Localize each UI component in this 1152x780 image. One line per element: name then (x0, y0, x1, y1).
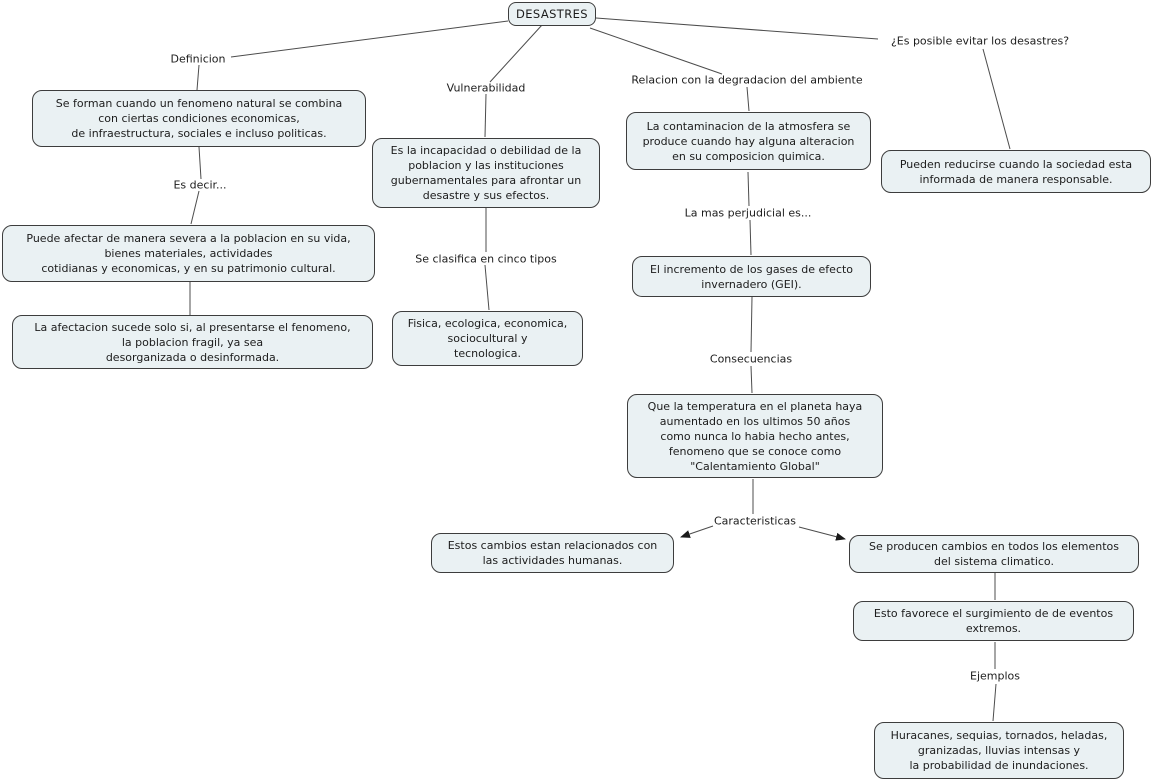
concept-node-afectacion[interactable]: La afectacion sucede solo si, al present… (12, 315, 373, 369)
link-caracteristicas-right-arrow (798, 526, 846, 541)
linking-phrase-caracteristicas[interactable]: Caracteristicas (713, 514, 797, 528)
link-consecuencias-box (750, 365, 753, 394)
link-root-evitar (595, 17, 879, 40)
link-caracteristicas-left-arrow (680, 525, 714, 538)
concept-node-gei[interactable]: El incremento de los gases de efecto inv… (632, 256, 871, 297)
concept-node-eventos-extremos[interactable]: Esto favorece el surgimiento de de event… (853, 601, 1134, 641)
link-root-relacion (589, 27, 723, 75)
concept-node-cambios-clima[interactable]: Se producen cambios en todos los element… (849, 535, 1139, 573)
linking-phrase-evitar[interactable]: ¿Es posible evitar los desastres? (890, 34, 1070, 48)
concept-node-cambios-humanos[interactable]: Estos cambios estan relacionados con las… (431, 533, 674, 573)
link-clasifica-box (484, 264, 490, 311)
link-root-definicion (230, 20, 509, 58)
linking-phrase-consecuencias[interactable]: Consecuencias (709, 352, 793, 366)
link-box-perjudicial (747, 171, 750, 207)
concept-node-reducirse[interactable]: Pueden reducirse cuando la sociedad esta… (881, 150, 1151, 193)
concept-node-ejemplos-lista[interactable]: Huracanes, sequias, tornados, heladas, g… (874, 722, 1124, 779)
concept-node-afectar[interactable]: Puede afectar de manera severa a la pobl… (2, 225, 375, 282)
linking-phrase-clasifica[interactable]: Se clasifica en cinco tipos (415, 252, 557, 266)
link-vulnerabilidad-box (484, 93, 487, 138)
concept-node-root[interactable]: DESASTRES (508, 2, 596, 26)
concept-node-contaminacion[interactable]: La contaminacion de la atmosfera se prod… (626, 112, 871, 170)
link-box-esdecir (198, 146, 202, 180)
link-relacion-box (746, 86, 750, 112)
linking-phrase-definicion[interactable]: Definicion (170, 52, 226, 66)
link-ejemplos-box (992, 683, 997, 722)
concept-node-calentamiento[interactable]: Que la temperatura en el planeta haya au… (627, 394, 883, 478)
linking-phrase-vulnerabilidad[interactable]: Vulnerabilidad (446, 81, 526, 95)
concept-node-tipos[interactable]: Fisica, ecologica, economica, sociocultu… (392, 311, 583, 366)
concept-node-definicion[interactable]: Se forman cuando un fenomeno natural se … (32, 90, 366, 147)
link-root-vulnerabilidad (489, 24, 543, 83)
link-evitar-box (982, 48, 1011, 150)
linking-phrase-relacion[interactable]: Relacion con la degradacion del ambiente (631, 73, 863, 87)
link-definicion-box (196, 64, 200, 91)
concept-node-vulnerabilidad-def[interactable]: Es la incapacidad o debilidad de la pobl… (372, 138, 600, 208)
linking-phrase-ejemplos[interactable]: Ejemplos (970, 669, 1020, 683)
linking-phrase-es-decir[interactable]: Es decir... (173, 178, 227, 192)
link-perjudicial-box (749, 219, 752, 256)
link-box-consecuencias (750, 296, 753, 353)
link-esdecir-box (190, 190, 200, 225)
linking-phrase-perjudicial[interactable]: La mas perjudicial es... (684, 206, 812, 220)
